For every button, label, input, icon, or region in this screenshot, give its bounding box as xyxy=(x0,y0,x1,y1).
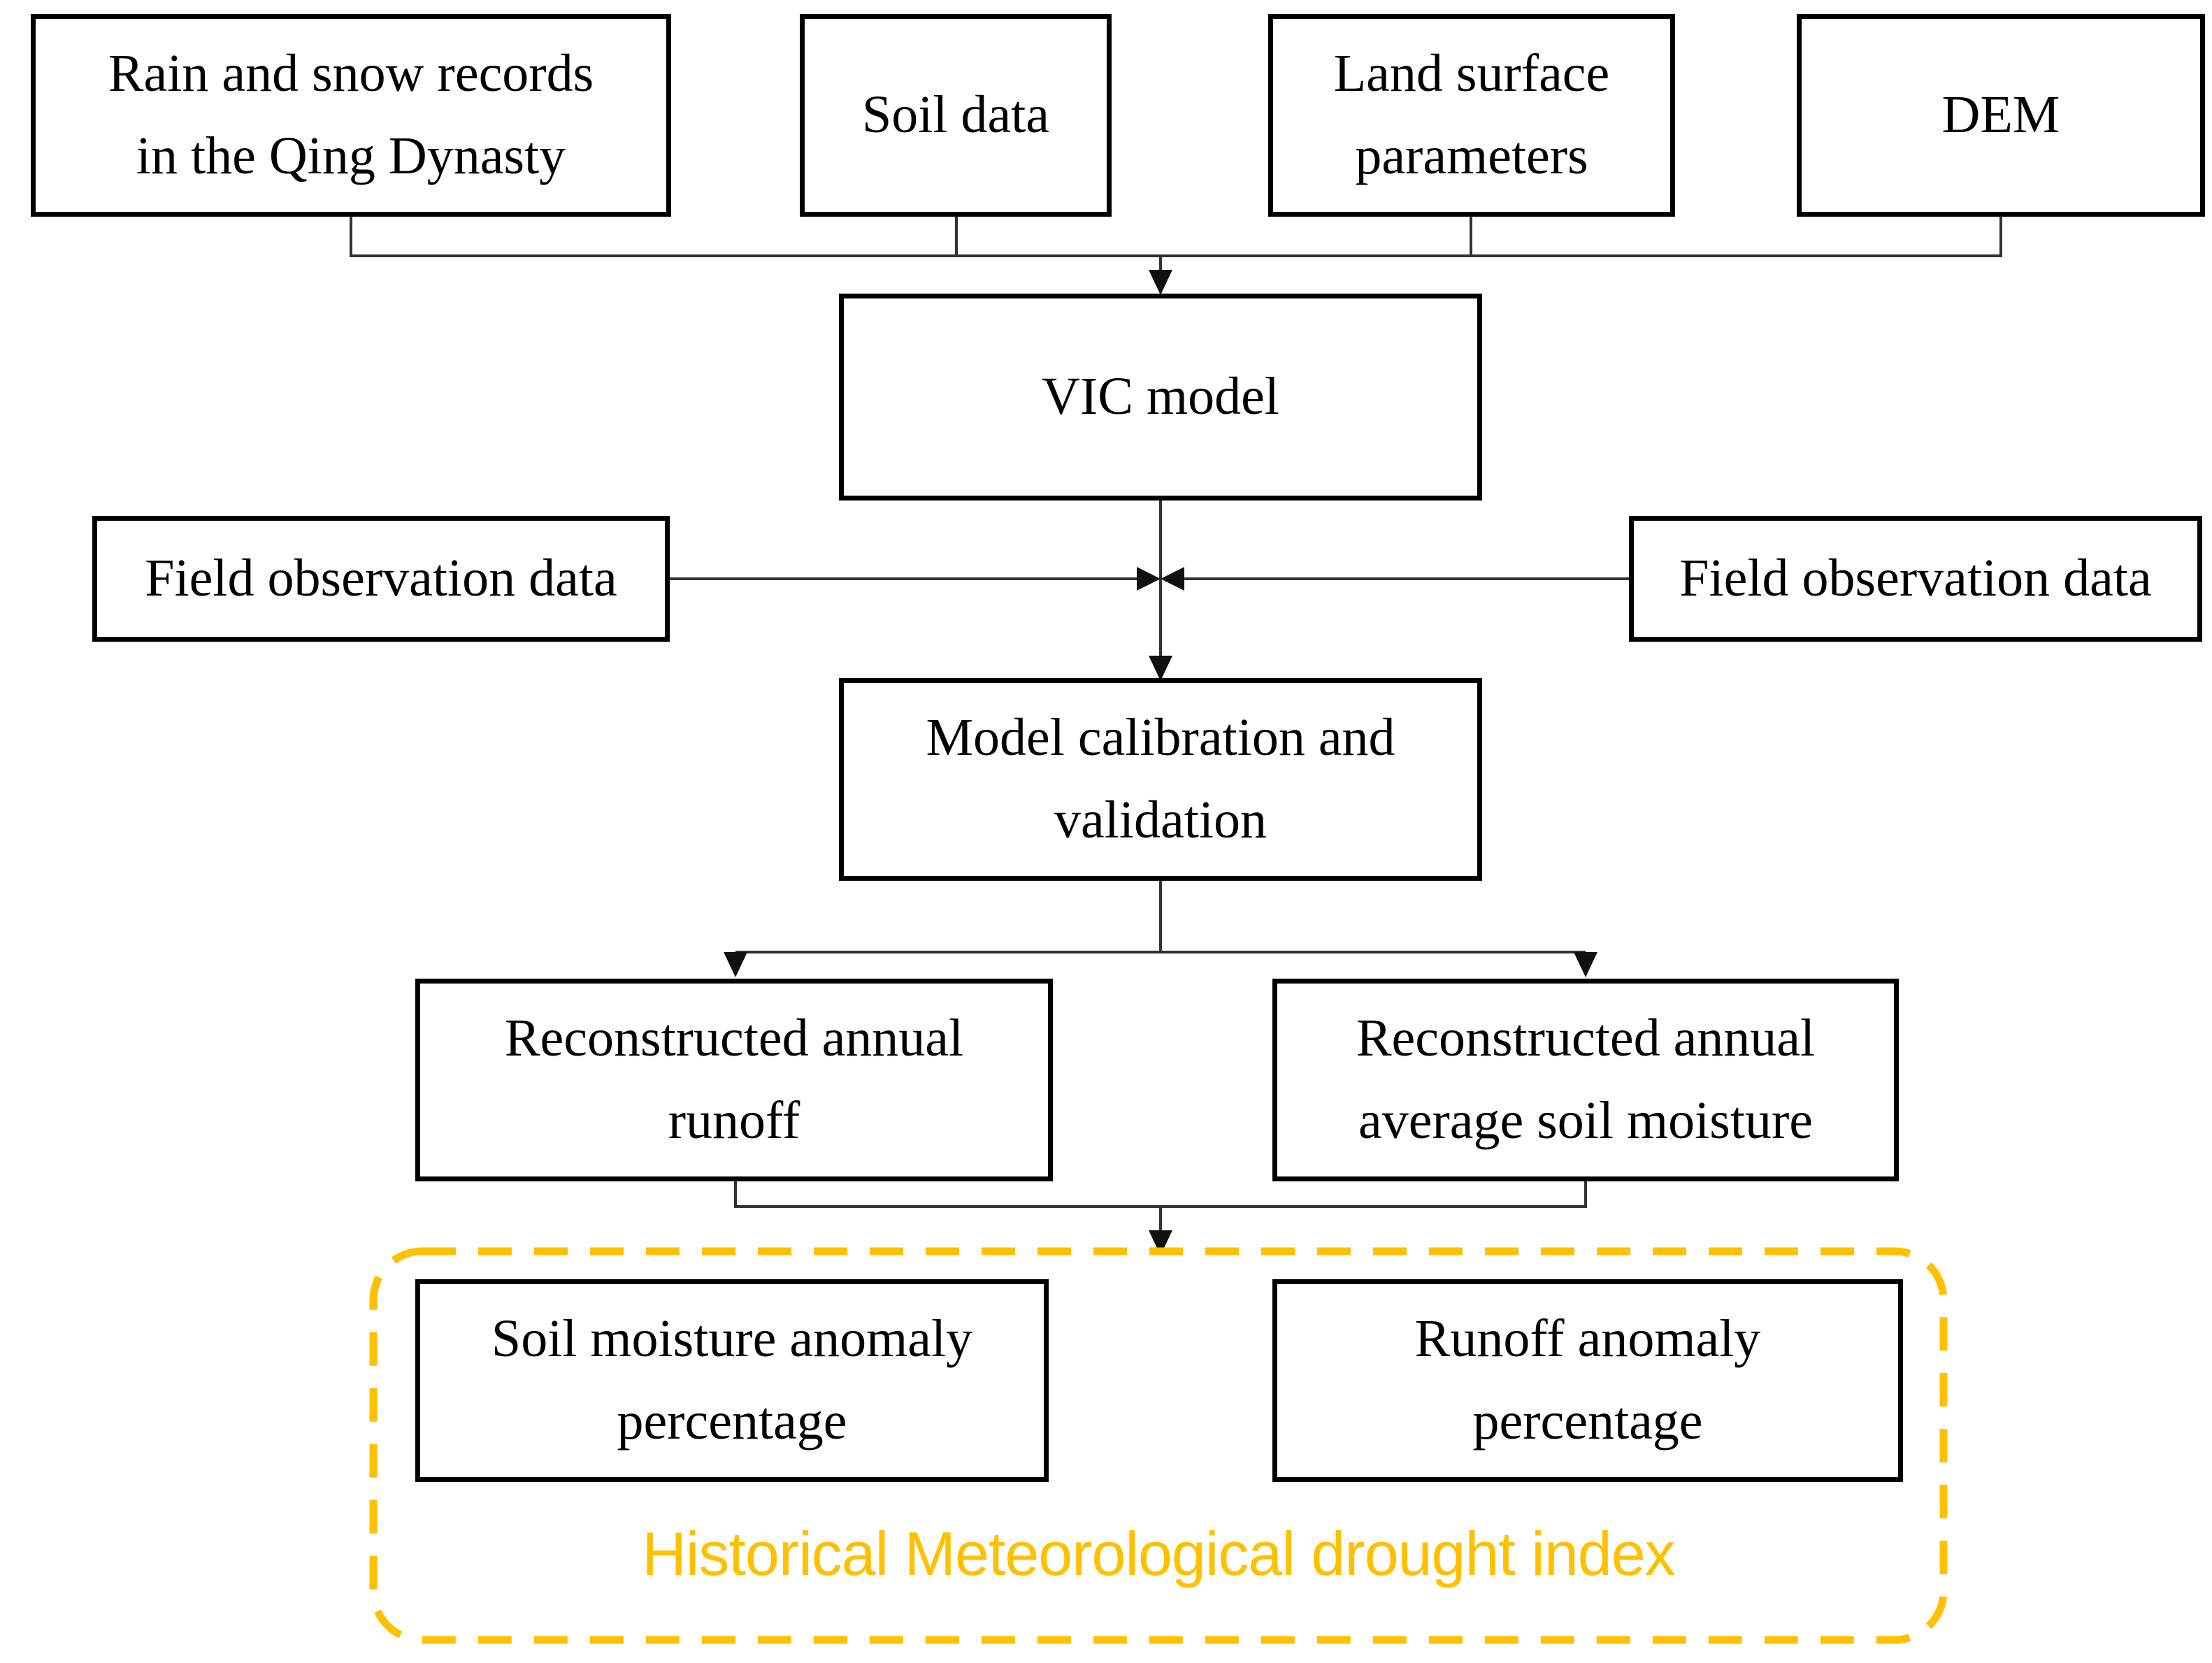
node-label-line: percentage xyxy=(617,1392,847,1450)
node-label-line: DEM xyxy=(1941,85,2060,145)
node-dem: DEM xyxy=(1797,14,2205,217)
node-soil-moisture-anomaly-percentage: Soil moisture anomaly percentage xyxy=(415,1279,1049,1482)
node-label-line: VIC model xyxy=(1042,367,1279,426)
node-label-line: average soil moisture xyxy=(1358,1091,1813,1150)
node-label-line: parameters xyxy=(1355,127,1588,185)
node-label-line: Rain and snow records xyxy=(108,44,594,103)
drought-index-group-title: Historical Meteorological drought index xyxy=(642,1519,1675,1588)
arrowhead-into-runoff-icon xyxy=(724,952,747,977)
node-vic-model: VIC model xyxy=(839,294,1482,501)
arrowhead-into-soil-moisture-icon xyxy=(1574,952,1597,977)
arrowhead-into-index-group-icon xyxy=(1149,1230,1172,1255)
node-label-line: Soil data xyxy=(861,85,1050,145)
node-label-line: Model calibration and xyxy=(926,708,1395,768)
node-reconstructed-annual-runoff: Reconstructed annual runoff xyxy=(415,979,1053,1181)
arrowhead-into-vic-icon xyxy=(1149,270,1172,295)
node-label-line: Field observation data xyxy=(1679,549,2152,608)
node-runoff-anomaly-percentage: Runoff anomaly percentage xyxy=(1272,1279,1903,1482)
node-land-surface-parameters: Land surface parameters xyxy=(1268,14,1675,217)
node-label-line: runoff xyxy=(668,1091,800,1150)
arrowhead-field-obs-left-icon xyxy=(1137,567,1161,591)
node-label-line: in the Qing Dynasty xyxy=(136,127,566,185)
node-label-line: Soil moisture anomaly xyxy=(491,1309,973,1369)
node-label-line: Land surface xyxy=(1333,44,1610,103)
node-label-line: Reconstructed annual xyxy=(1356,1009,1816,1068)
arrowhead-into-calibration-icon xyxy=(1149,656,1172,681)
node-label-line: validation xyxy=(1054,791,1267,849)
node-reconstructed-soil-moisture: Reconstructed annual average soil moistu… xyxy=(1272,979,1899,1181)
arrowhead-field-obs-right-icon xyxy=(1161,567,1184,591)
node-soil-data: Soil data xyxy=(800,14,1112,217)
drought-index-dashed-border xyxy=(369,1247,1948,1644)
node-field-observation-data-right: Field observation data xyxy=(1629,516,2202,642)
node-label-line: percentage xyxy=(1472,1392,1703,1450)
node-model-calibration: Model calibration and validation xyxy=(839,678,1482,881)
node-field-observation-data-left: Field observation data xyxy=(92,516,670,642)
node-label-line: Reconstructed annual xyxy=(504,1009,964,1068)
node-label-line: Field observation data xyxy=(145,549,617,608)
node-label-line: Runoff anomaly xyxy=(1414,1309,1761,1369)
node-rain-snow-records: Rain and snow records in the Qing Dynast… xyxy=(31,14,671,217)
